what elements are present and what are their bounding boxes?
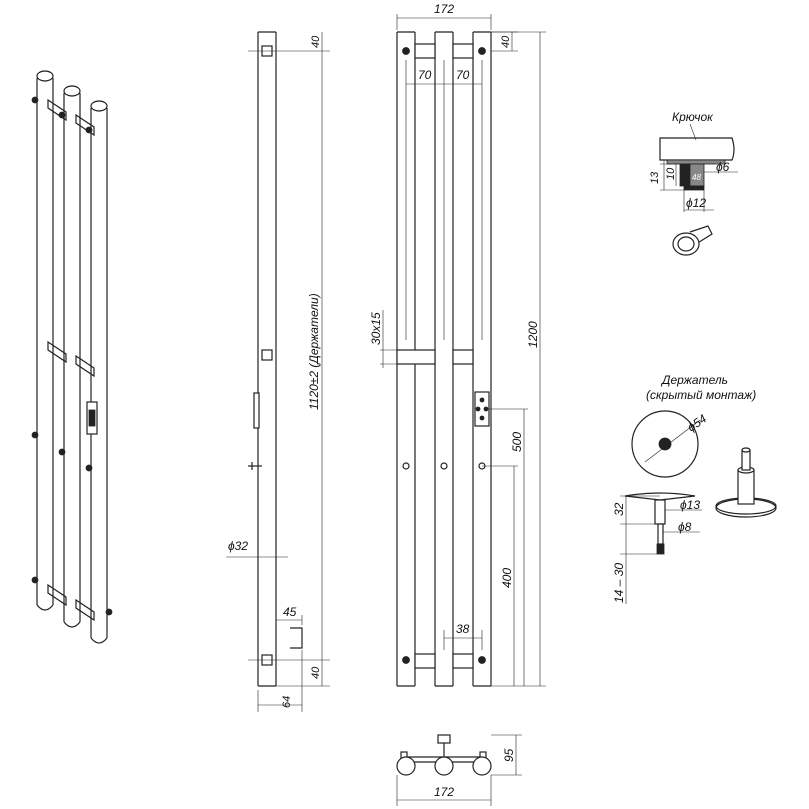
side-dim-bottom-offset: 64: [281, 696, 293, 708]
top-tube-1: [396, 756, 416, 776]
side-bottom-bracket: [290, 627, 303, 649]
front-mid-clamp-2: [452, 349, 474, 365]
iso-tube-3: [90, 100, 108, 644]
side-control-box: [253, 392, 260, 429]
holder-title-2: (скрытый монтаж): [646, 388, 756, 402]
hook-wall: [659, 137, 735, 161]
iso-tube-1: [36, 70, 54, 611]
hook-cap: [683, 185, 705, 191]
front-dim-spacing-right: 70: [456, 68, 470, 82]
iso-top-clamp-1: [47, 98, 67, 122]
top-center-holder: [437, 734, 451, 744]
holder-title-1: Держатель: [660, 373, 728, 387]
front-dim-top-gap: 40: [500, 35, 512, 48]
isometric-view: [31, 70, 113, 644]
front-top-clamp-1: [414, 43, 436, 59]
front-mid-clamp-1: [396, 349, 436, 365]
iso-mid-clamp-2: [75, 354, 95, 378]
front-dim-holder-height: 400: [500, 568, 514, 588]
top-dim-depth: 95: [502, 748, 516, 762]
front-dim-overall-width: 172: [434, 2, 454, 16]
front-dim-spacing-left: 70: [418, 68, 432, 82]
iso-tube-2: [63, 85, 81, 628]
top-tube-3: [472, 756, 492, 776]
holder-detail: Держатель (скрытый монтаж) ϕ54 32: [612, 373, 777, 604]
iso-bottom-clamp-2: [75, 598, 95, 622]
holder-3d: [715, 447, 777, 518]
hook-dim-d12: ϕ12: [686, 196, 706, 210]
front-dim-height: 1200: [526, 321, 540, 348]
side-dim-top-gap: 40: [310, 35, 322, 48]
iso-control-panel: [88, 409, 96, 427]
iso-mid-clamp-1: [47, 340, 67, 364]
iso-top-clamp-2: [75, 113, 95, 137]
front-top-clamp-2: [452, 43, 474, 59]
side-view: 40 1120±2 (Держатели) 40 ϕ32 45 64: [226, 31, 330, 712]
side-mid-holder: [261, 349, 273, 361]
hook-title: Крючок: [672, 110, 714, 124]
holder-dim-32: 32: [612, 502, 626, 516]
holder-dim-14-30: 14 – 30: [612, 563, 626, 603]
holder-dim-d8: ϕ8: [678, 520, 692, 534]
front-bottom-clamp-1: [414, 653, 436, 669]
top-view: 172 95: [396, 734, 522, 806]
hook-dim-d6: ϕ6: [716, 160, 730, 174]
holder-center: [658, 437, 672, 451]
side-dim-bottom-gap: 40: [310, 666, 322, 679]
front-view: 172 40 70 70 30x15 1200 500 400 38: [369, 2, 546, 687]
hook-dim-10: 10: [665, 167, 677, 180]
top-tube-2: [434, 756, 454, 776]
side-dim-holder-span: 1120±2 (Держатели): [307, 293, 321, 410]
hook-stem: [679, 163, 691, 187]
front-holders: [402, 47, 486, 664]
front-bottom-clamp-2: [452, 653, 474, 669]
iso-hooks: [31, 96, 113, 616]
side-dim-bracket-depth: 45: [283, 605, 297, 619]
holder-dim-d13: ϕ13: [680, 498, 700, 512]
iso-bottom-clamp-1: [47, 583, 67, 607]
top-dim-width: 172: [434, 785, 454, 799]
front-dim-clamp-size: 30x15: [369, 312, 383, 345]
hook-label-48: 48: [692, 173, 701, 182]
holder-section: 32 14 – 30 ϕ13 ϕ8: [612, 492, 702, 604]
hook-3d: [672, 225, 713, 256]
hook-detail: Крючок 48 13 10 ϕ6 ϕ12: [649, 110, 738, 256]
front-dim-box-height: 500: [510, 432, 524, 452]
hook-dim-13: 13: [649, 171, 661, 184]
side-dim-diameter: ϕ32: [228, 539, 248, 553]
front-dim-clamp-width: 38: [456, 622, 470, 636]
